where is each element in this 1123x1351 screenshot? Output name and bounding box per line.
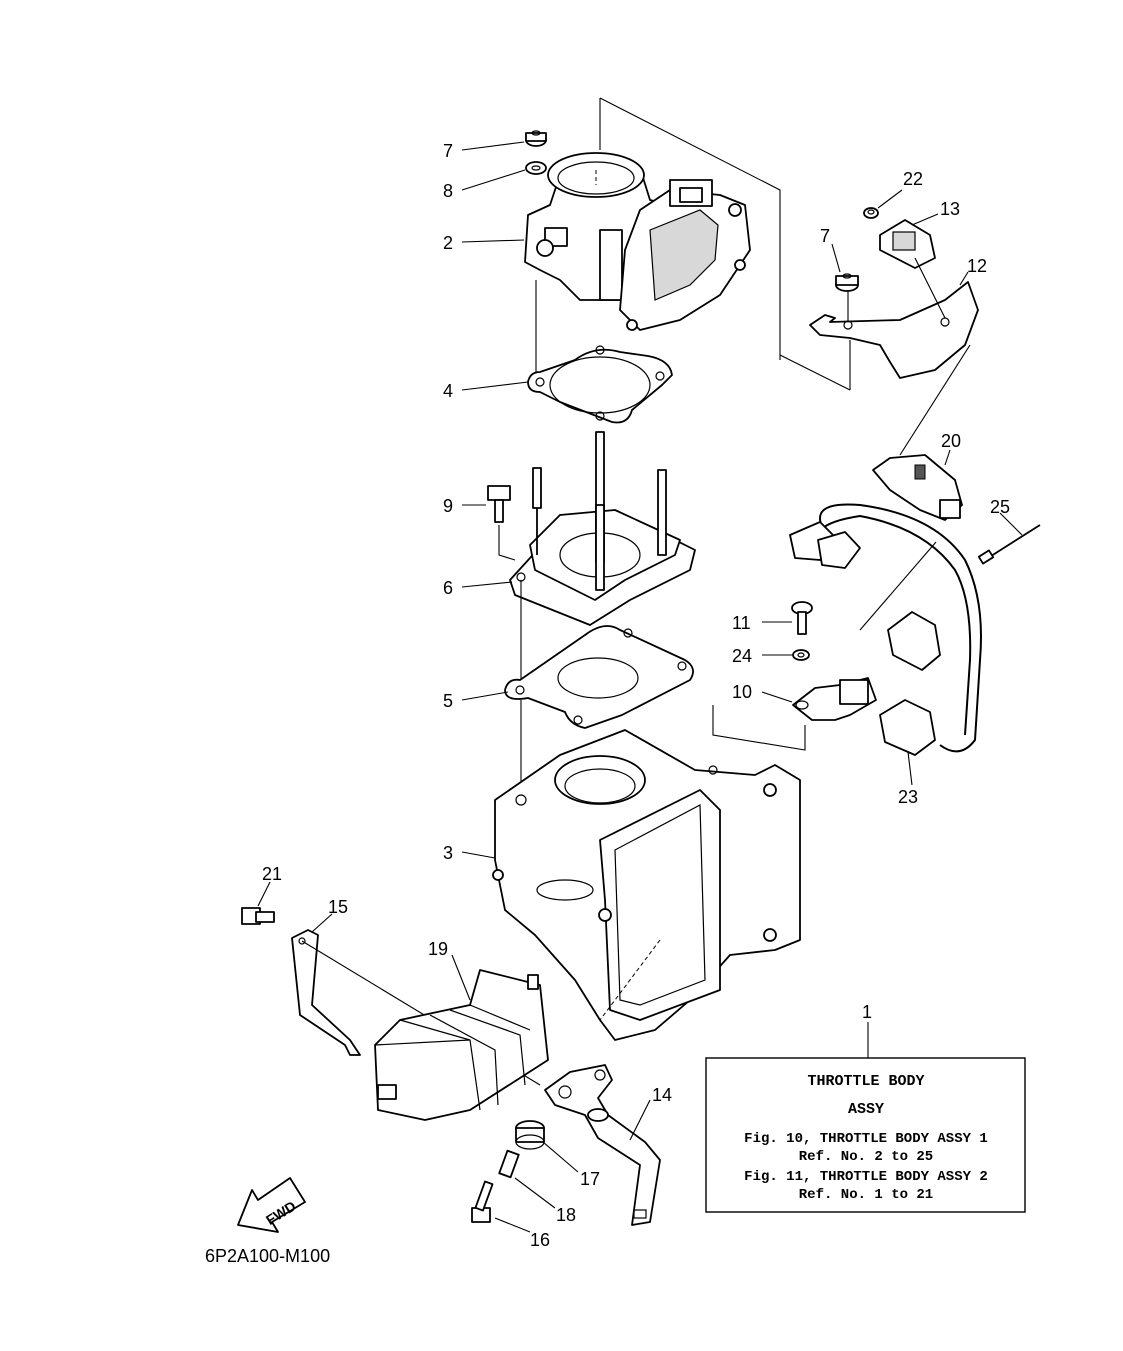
bracket-part-12	[809, 281, 979, 379]
callout-19: 19	[428, 939, 448, 959]
intake-manifold-part-3	[492, 729, 801, 1041]
callout-14: 14	[652, 1085, 672, 1105]
callout-7-right: 7	[820, 226, 830, 246]
callout-11: 11	[732, 613, 751, 633]
washer-part-24	[792, 649, 810, 661]
callout-22: 22	[903, 169, 923, 189]
collar-part-18	[498, 1149, 520, 1179]
callout-18: 18	[556, 1205, 576, 1225]
note-line-3: Fig. 11, THROTTLE BODY ASSY 2	[744, 1169, 988, 1185]
nut-part-7-top	[525, 130, 547, 147]
bracket-part-14	[544, 1064, 661, 1226]
connector-part-20	[872, 454, 963, 521]
cable-tie-part-25	[977, 524, 1041, 565]
assembly-note-box: THROTTLE BODY ASSY Fig. 10, THROTTLE BOD…	[705, 1057, 1026, 1213]
callout-5: 5	[443, 691, 453, 711]
gasket-part-5	[504, 625, 694, 729]
nut-part-22	[863, 207, 879, 219]
fwd-arrow-icon: FWD	[237, 1177, 306, 1233]
callout-8: 8	[443, 181, 453, 201]
strap-bracket-part-15	[291, 929, 361, 1056]
callout-17: 17	[580, 1169, 600, 1189]
callout-21: 21	[262, 864, 282, 884]
wire-harness-part-23	[789, 503, 982, 756]
screw-part-11	[791, 601, 813, 635]
callout-13: 13	[940, 199, 960, 219]
callout-labels: 7 8 2 4 9 6 5 3 7 22 13 12 20 25 11 24 1…	[262, 141, 1010, 1250]
callout-20: 20	[941, 431, 961, 451]
callout-4: 4	[443, 381, 453, 401]
assembly-outline	[599, 97, 971, 751]
bolt-part-21	[241, 907, 275, 925]
note-title-line2: ASSY	[848, 1101, 884, 1118]
canister-part-19	[374, 969, 549, 1121]
note-line-1: Fig. 10, THROTTLE BODY ASSY 1	[744, 1131, 988, 1147]
callout-10: 10	[732, 682, 752, 702]
nut-part-7-right	[835, 273, 859, 292]
callout-6: 6	[443, 578, 453, 598]
diagram-code: 6P2A100-M100	[205, 1246, 330, 1266]
callout-23: 23	[898, 787, 918, 807]
note-line-2: Ref. No. 2 to 25	[799, 1149, 933, 1165]
note-title-line1: THROTTLE BODY	[807, 1073, 924, 1090]
callout-24: 24	[732, 646, 752, 666]
throttle-body-part	[524, 152, 751, 331]
washer-part-8	[525, 161, 547, 175]
callout-15: 15	[328, 897, 348, 917]
callout-2: 2	[443, 233, 453, 253]
bolt-part-9	[487, 485, 511, 523]
spacer-plate-part-6	[509, 431, 696, 626]
sensor-part-10	[792, 677, 877, 721]
note-line-4: Ref. No. 1 to 21	[799, 1187, 933, 1203]
callout-1: 1	[862, 1002, 872, 1022]
leader-lines	[257, 141, 1023, 1233]
callout-12: 12	[967, 256, 987, 276]
gasket-part-4	[527, 345, 673, 424]
callout-7-top: 7	[443, 141, 453, 161]
callout-16: 16	[530, 1230, 550, 1250]
callout-9: 9	[443, 496, 453, 516]
bolt-part-16	[471, 1180, 494, 1223]
callout-25: 25	[990, 497, 1010, 517]
grommet-part-17	[515, 1120, 545, 1150]
sensor-part-13	[879, 219, 936, 269]
callout-3: 3	[443, 843, 453, 863]
